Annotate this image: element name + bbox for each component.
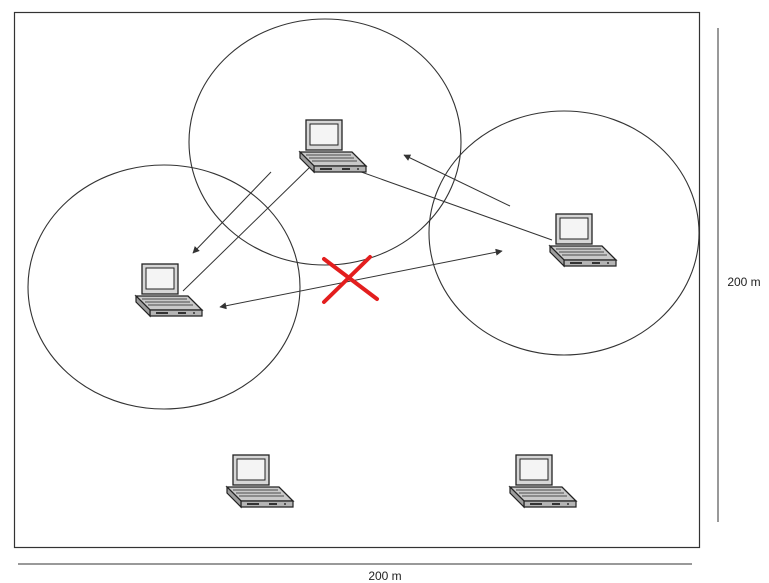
arrow-top-to-left: [192, 171, 272, 254]
range-circle-node-right: [428, 110, 700, 356]
laptop-icon: [226, 454, 294, 508]
link-top-left: [182, 166, 311, 292]
area-boundary: [13, 11, 701, 549]
arrow-right-to-top: [403, 154, 511, 207]
red-x-icon: [322, 255, 379, 304]
laptop-icon: [509, 454, 577, 508]
laptop-icon: [135, 263, 203, 317]
link-top-right: [335, 162, 553, 241]
laptop-icon: [299, 119, 367, 173]
laptop-icon: [549, 213, 617, 267]
blocked-link-left-right: [219, 248, 503, 310]
height-label: 200 m: [727, 275, 760, 289]
width-label: 200 m: [368, 569, 401, 583]
